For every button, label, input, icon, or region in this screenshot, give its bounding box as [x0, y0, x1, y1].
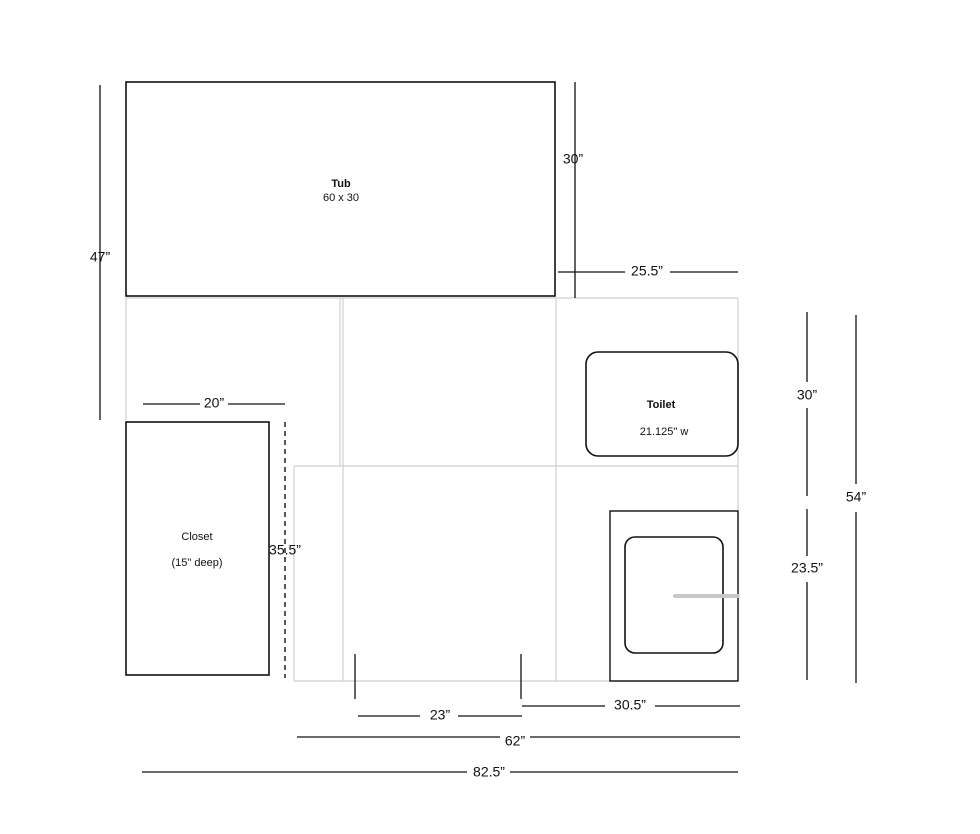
interior-grid	[125, 297, 739, 682]
closet-title: Closet	[181, 531, 212, 543]
toilet-width: 21.125" w	[640, 426, 689, 438]
dimension-lines	[99, 82, 857, 773]
dim-tub-right-height: 30”	[563, 151, 584, 167]
dim-bottom-inner: 23”	[430, 707, 451, 723]
tub-outline	[125, 81, 556, 297]
dim-tub-to-wall: 25.5”	[631, 263, 663, 279]
tub-title: Tub	[331, 178, 351, 190]
dim-vanity-height: 23.5”	[791, 560, 823, 576]
dim-right-total: 54”	[846, 489, 867, 505]
dim-toilet-height: 30”	[797, 387, 818, 403]
toilet-outline	[585, 351, 739, 457]
dim-bottom-right: 30.5”	[614, 697, 646, 713]
tub-size: 60 x 30	[323, 192, 359, 204]
dim-closet-height: 35.5”	[269, 542, 301, 558]
closet-depth: (15" deep)	[172, 557, 223, 569]
dim-bottom-mid: 62”	[505, 733, 526, 749]
toilet-title: Toilet	[647, 399, 676, 411]
closet-outline	[125, 421, 270, 676]
dim-closet-width: 20”	[204, 395, 225, 411]
dim-tub-left-height: 47”	[90, 249, 111, 265]
dim-bottom-total: 82.5”	[473, 764, 505, 780]
